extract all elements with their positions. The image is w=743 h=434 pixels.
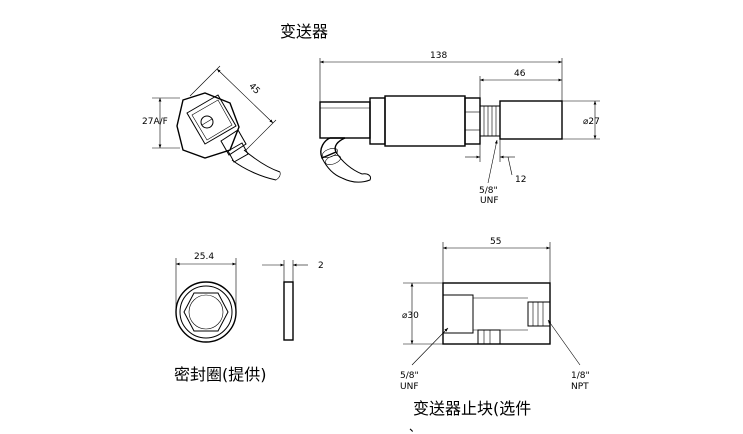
transmitter-title: 变送器 (280, 22, 328, 41)
gap-label: 12 (515, 175, 526, 185)
tick-mark: 、 (409, 420, 421, 434)
probe-length-label: 46 (514, 69, 526, 79)
transmitter-end-view: 45 27A/F (142, 65, 281, 181)
thread-unit-label: UNF (480, 196, 499, 206)
stop-block-title: 变送器止块(选件 (413, 399, 531, 418)
block-thread-right-unit: NPT (571, 382, 589, 392)
block-thread-left-label: 5/8" (400, 371, 419, 381)
angle-length-label: 45 (246, 82, 261, 97)
gasket-drawing: 25.4 2 (175, 252, 324, 343)
hex-size-label: 27A/F (142, 117, 168, 127)
total-length-label: 138 (430, 51, 447, 61)
thread-size-label: 5/8" (479, 186, 498, 196)
block-thread-right-label: 1/8" (571, 371, 590, 381)
body-diameter-label: ⌀27 (583, 117, 600, 127)
block-diameter-label: ⌀30 (402, 311, 419, 321)
block-thread-left-unit: UNF (400, 382, 419, 392)
transmitter-side-view: 138 46 ⌀27 12 5/8" UNF (319, 51, 600, 206)
block-length-label: 55 (490, 237, 501, 247)
gasket-title: 密封圈(提供) (174, 365, 267, 384)
stop-block-drawing: 55 ⌀30 5/8" UNF 1/8" NPT (400, 237, 590, 392)
gasket-thickness-label: 2 (318, 261, 324, 271)
gasket-od-label: 25.4 (194, 252, 214, 262)
